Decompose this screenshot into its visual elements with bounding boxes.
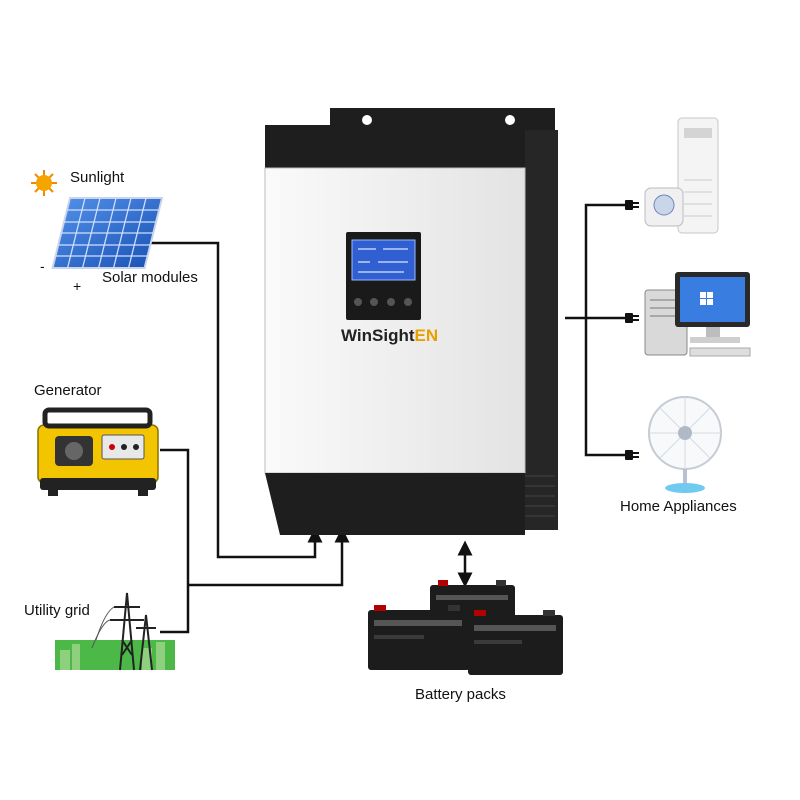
battery-icon [468,610,563,675]
plug-icon [625,200,639,210]
lcd-screen [351,239,416,281]
solar-minus-label: - [40,258,45,274]
generator-line [160,448,190,634]
brand-logo-suffix: EN [415,326,439,345]
inverter-unit [264,108,558,535]
generator-icon [37,407,159,496]
plug-icons [625,200,639,460]
computer-icon [644,272,751,357]
utility-grid-icon [55,592,175,671]
plug-icon [625,450,639,460]
sun-icon [31,170,57,196]
home-appliances-label: Home Appliances [620,498,737,515]
solar-plus-label: + [73,278,82,294]
solar-line [130,241,323,559]
battery-packs-label: Battery packs [415,686,506,703]
appliance-bus [565,203,625,320]
grid-line [188,527,350,587]
battery-packs-icon [368,580,563,675]
connection-lines [130,203,625,634]
brand-logo: WinSightEN [341,326,438,345]
generator-label: Generator [34,382,102,399]
air-conditioner-icon [644,117,719,234]
fan-icon [648,396,722,493]
solar-modules-label: Solar modules [102,269,198,286]
battery-icon [368,605,470,670]
solar-panel-icon [51,197,164,269]
plug-icon [625,313,639,323]
sunlight-label: Sunlight [70,169,125,186]
utility-grid-label: Utility grid [24,602,90,619]
appliance-fan-line [584,318,625,457]
